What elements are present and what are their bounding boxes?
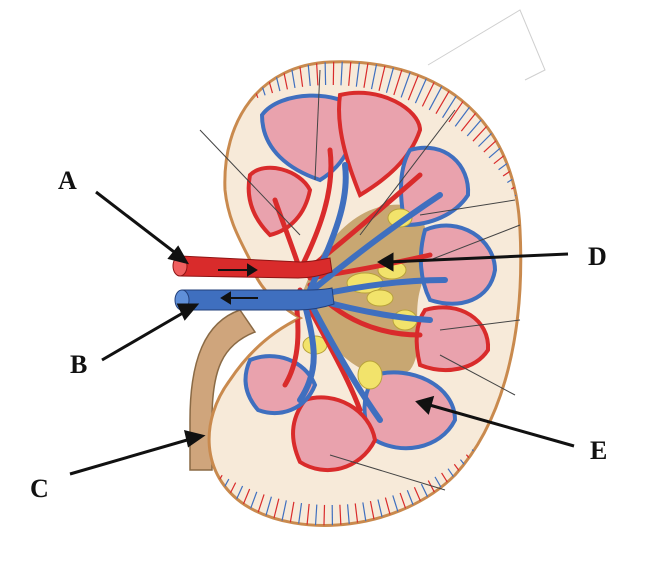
cortical-vessel [166,107,192,137]
arrow-head-icon [179,305,196,318]
cortical-vessel [97,371,134,386]
cortical-vessel [472,450,499,479]
cortical-vessel [525,202,562,217]
cortical-vessel [219,71,237,107]
cortical-vessel [108,392,143,411]
cortical-vessel [173,101,198,132]
cortical-vessel [522,193,559,209]
cortical-vessel [483,439,512,466]
cortical-vessel [128,418,160,442]
cortical-vessel [515,177,550,196]
cortical-vessel [527,367,565,381]
cortical-vessel [534,237,573,246]
cortical-vessel [101,378,138,394]
cortical-vessel [540,307,580,309]
cortical-vessel [186,467,209,500]
cortical-vessel [146,126,175,153]
cortical-vessel [540,299,580,300]
cortical-vessel [454,464,478,496]
cortical-vessel [133,425,164,450]
cortical-vessel [532,228,571,239]
cortical-vessel [540,282,580,284]
cortical-vessel [94,364,132,377]
cortical-vessel [325,45,326,85]
cortical-vessel [524,374,561,389]
cortical-vessel [511,169,546,189]
cortical-vessel [113,399,148,419]
cortical-vessel [187,90,210,123]
cortical-vessel [536,338,575,346]
cortical-vessel [129,147,161,171]
label-a: A [58,168,77,194]
cortical-vessel [511,402,545,422]
cortical-vessel [118,406,152,427]
cortical-vessel [537,330,576,337]
cortical-vessel [211,75,230,110]
cortical-vessel [536,246,575,254]
cortical-vessel [333,45,334,85]
cortical-vessel [538,264,578,269]
cortical-vessel [134,140,165,165]
cortical-vessel [478,444,506,472]
cortical-vessel [165,453,191,483]
cortical-vessel [538,322,578,327]
cortical-vessel [539,273,579,277]
cortical-vessel [158,447,186,476]
cortical-vessel [227,67,243,103]
cortical-vessel [210,479,229,514]
cortical-vessel [123,154,156,176]
label-d: D [588,244,607,270]
cortical-vessel [534,345,573,355]
cortical-vessel [518,388,554,406]
cortical-vessel [519,185,555,203]
cortical-vessel [152,119,180,147]
cortical-vessel [515,395,550,414]
cortical-vessel [140,133,170,159]
cortical-vessel [203,80,223,114]
cortical-vessel [113,170,148,190]
cortical-vessel [122,412,155,434]
cortical-vessel [180,95,204,127]
pointer-b [102,310,188,360]
label-e: E [590,438,607,464]
cortical-vessel [236,64,251,101]
cortical-vessel [448,469,470,502]
cortical-vessel [539,315,579,319]
cortical-vessel [532,353,570,364]
cortical-vessel [195,85,217,119]
cortical-vessel [104,385,140,402]
cortical-vessel [159,113,186,142]
label-b: B [70,352,87,378]
label-c: C [30,476,49,502]
pointer-c [70,438,194,474]
pointer-a [96,192,178,255]
cortical-vessel [194,471,216,505]
cortical-vessel [488,433,518,459]
cortical-vessel [521,381,557,397]
paper-outline [428,10,545,80]
cortical-vessel [530,219,568,231]
cortical-vessel [91,357,129,369]
cortical-vessel [466,455,492,485]
cortical-vessel [540,291,580,292]
cortical-vessel [528,210,566,224]
cortical-vessel [530,360,568,372]
cortical-vessel [118,162,152,183]
